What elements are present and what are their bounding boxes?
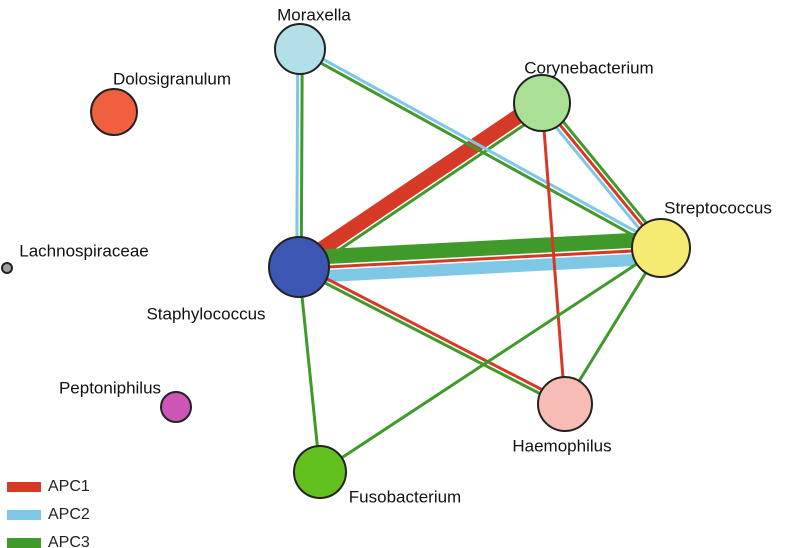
- legend-swatch-apc2: [7, 510, 41, 520]
- node-lachnospiraceae: [1, 262, 13, 274]
- edge-staphylococcus-moraxella-apc2: [295, 48, 300, 267]
- node-label-peptoniphilus: Peptoniphilus: [59, 378, 161, 397]
- edge-corynebacterium-streptococcus-apc2: [537, 104, 659, 252]
- node-corynebacterium: [513, 74, 571, 132]
- edge-staphylococcus-streptococcus-apc2: [299, 252, 662, 284]
- legend-label-apc2: APC2: [48, 506, 90, 523]
- edge-staphylococcus-moraxella-apc3: [299, 49, 304, 268]
- edge-moraxella-streptococcus-apc2: [300, 45, 663, 248]
- nodes-layer: [1, 23, 691, 499]
- node-label-dolosigranulum: Dolosigranulum: [113, 69, 231, 88]
- legend-label-apc1: APC1: [48, 478, 90, 495]
- legend-swatch-apc1: [7, 482, 41, 492]
- node-label-corynebacterium: Corynebacterium: [524, 58, 653, 77]
- edge-staphylococcus-haemophilus-apc3: [297, 267, 565, 408]
- node-label-fusobacterium: Fusobacterium: [349, 487, 461, 506]
- edge-streptococcus-haemophilus-apc3: [563, 247, 663, 405]
- edge-moraxella-streptococcus-apc3: [298, 49, 661, 252]
- edges-layer: [293, 45, 666, 474]
- node-haemophilus: [537, 376, 593, 432]
- node-peptoniphilus: [160, 391, 192, 423]
- node-label-moraxella: Moraxella: [277, 5, 351, 24]
- legend-label-apc3: APC3: [48, 534, 90, 548]
- edge-streptococcus-fusobacterium-apc3: [319, 246, 662, 474]
- edge-staphylococcus-streptococcus-apc3: [298, 231, 661, 266]
- legend-swatch-apc3: [7, 538, 41, 548]
- node-fusobacterium: [293, 445, 347, 499]
- node-streptococcus: [631, 218, 691, 278]
- node-staphylococcus: [268, 236, 330, 298]
- node-label-lachnospiraceae: Lachnospiraceae: [19, 241, 148, 260]
- edge-corynebacterium-streptococcus-apc3: [544, 99, 666, 247]
- edge-staphylococcus-haemophilus-apc1: [299, 263, 567, 404]
- node-label-haemophilus: Haemophilus: [512, 436, 611, 455]
- node-label-staphylococcus: Staphylococcus: [146, 304, 265, 323]
- edge-staphylococcus-corynebacterium-apc1: [293, 94, 545, 272]
- edge-staphylococcus-fusobacterium-apc3: [297, 266, 322, 473]
- edge-corynebacterium-haemophilus-apc1: [540, 102, 567, 405]
- node-label-streptococcus: Streptococcus: [664, 198, 772, 217]
- edge-corynebacterium-streptococcus-apc1: [540, 102, 663, 249]
- edge-staphylococcus-corynebacterium-apc3: [302, 108, 548, 276]
- node-moraxella: [274, 23, 326, 75]
- node-dolosigranulum: [90, 88, 138, 136]
- edge-staphylococcus-streptococcus-apc1: [298, 248, 662, 270]
